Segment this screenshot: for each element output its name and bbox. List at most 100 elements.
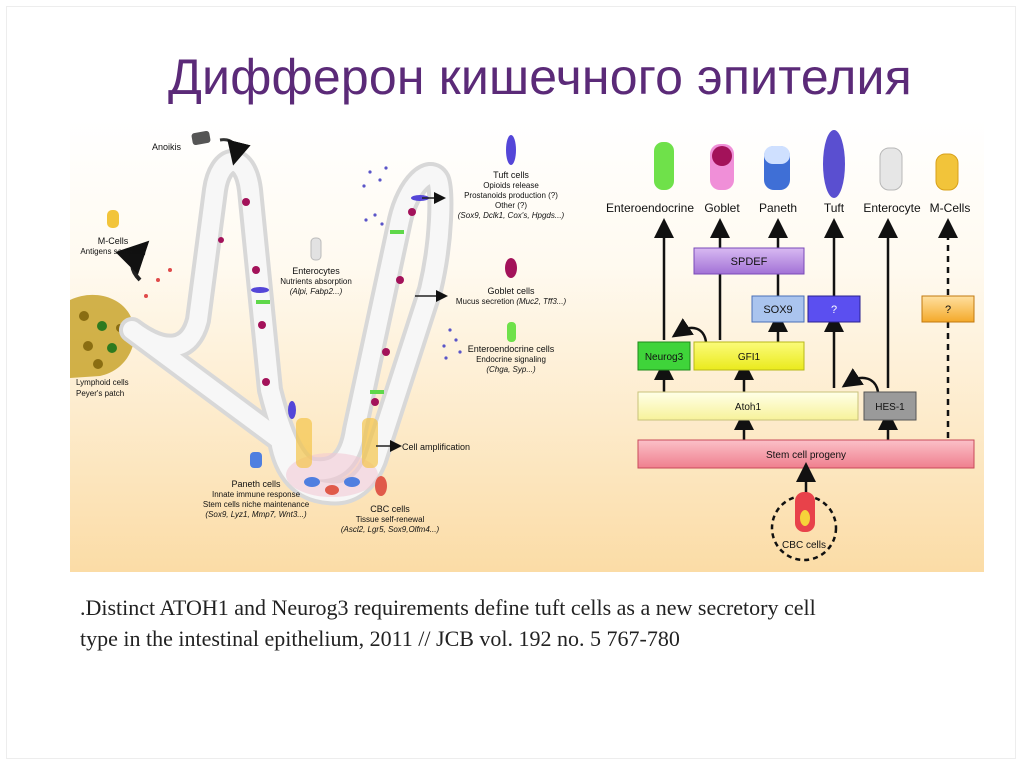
- antigen-dot: [168, 268, 172, 272]
- goblet-title: Goblet cells: [487, 286, 535, 296]
- citation: .Distinct ATOH1 and Neurog3 requirements…: [80, 592, 980, 654]
- tuft-question-box: [807, 295, 861, 323]
- goblet-cell-dot: [382, 348, 390, 356]
- citation-line-2: type in the intestinal epithelium, 2011 …: [80, 626, 680, 651]
- tuft-line3: Other (?): [495, 201, 527, 210]
- lymphoid-cell: [97, 321, 107, 331]
- enterocytes-genes: (Alpi, Fabp2...): [290, 287, 343, 296]
- paneth-genes: (Sox9, Lyz1, Mmp7, Wnt3...): [205, 510, 307, 519]
- inhibition-gfi1-neurog3: [671, 318, 708, 343]
- goblet-cell-granules: [712, 146, 732, 166]
- mcells-cell-icon: [935, 153, 959, 191]
- mcells-question-label: ?: [945, 304, 951, 316]
- mcells-question-box: [921, 295, 975, 323]
- cbc-stem-cell-nucleus: [800, 510, 810, 526]
- mcells-desc: Antigens sampling: [80, 247, 145, 256]
- amplification-zone-left: [296, 418, 312, 468]
- goblet-cell-dot: [252, 266, 260, 274]
- goblet-icon: [505, 258, 517, 278]
- neurog3-box: [637, 341, 691, 371]
- paneth-line1: Innate immune response: [212, 490, 301, 499]
- tuft-cell-mark: [251, 287, 269, 293]
- lymphoid-cell: [83, 341, 93, 351]
- paneth-cell-mark: [344, 477, 360, 487]
- slide-title: Дифферон кишечного эпителия: [168, 49, 912, 105]
- spdef-label: SPDEF: [731, 256, 768, 268]
- celltype-paneth: Paneth: [759, 201, 797, 215]
- cbc-self-renewal-ring: [770, 494, 838, 562]
- goblet-cell-dot: [258, 321, 266, 329]
- celltype-mcells: M-Cells: [930, 201, 971, 215]
- tuft-cell-icon: [823, 130, 845, 198]
- lymphoid-cell: [93, 359, 103, 369]
- enteroendocrine-genes: (Chga, Syp...): [486, 365, 536, 374]
- enterocytes-title: Enterocytes: [292, 266, 340, 276]
- mcells-title: M-Cells: [98, 236, 129, 246]
- goblet-cell-dot: [218, 237, 224, 243]
- anoikis-shed-cell: [191, 131, 211, 145]
- lymphoid-line2: Peyer's patch: [76, 389, 124, 398]
- enteroendocrine-cell-mark: [256, 300, 270, 304]
- anoikis-label: Anoikis: [152, 142, 182, 152]
- cbc-stem-label: CBC cells: [782, 540, 826, 551]
- paneth-line2: Stem cells niche maintenance: [203, 500, 310, 509]
- sox9-label: SOX9: [763, 304, 792, 316]
- enteroendocrine-title: Enteroendocrine cells: [468, 344, 555, 354]
- tuft-icon: [506, 135, 516, 165]
- neurog3-label: Neurog3: [645, 352, 684, 363]
- goblet-cell-dot: [262, 378, 270, 386]
- amplification-label: Cell amplification: [402, 442, 470, 452]
- spdef-box: [693, 247, 805, 275]
- crypt-villus-schematic: Anoikis M-Cells Antigens sampling Lympho…: [70, 131, 566, 534]
- enteroendocrine-cell-mark: [370, 390, 384, 394]
- anoikis-arrow: [219, 138, 251, 166]
- enteroendocrine-desc: Endocrine signaling: [476, 355, 546, 364]
- tuft-genes: (Sox9, Dclk1, Cox's, Hpgds...): [458, 211, 565, 220]
- goblet-cell-dot: [396, 276, 404, 284]
- hes1-label: HES-1: [875, 402, 905, 413]
- paneth-icon: [250, 452, 262, 468]
- enteroendocrine-cell-icon: [654, 142, 674, 190]
- inhibition-hes1-atoh1: [841, 368, 880, 393]
- lineage-hierarchy: Enteroendocrine Goblet Paneth Tuft Enter…: [606, 130, 975, 562]
- atoh1-box: [637, 391, 859, 421]
- sox9-box: [751, 295, 805, 323]
- tuft-cell-mark: [288, 401, 296, 419]
- celltype-enteroendocrine: Enteroendocrine: [606, 201, 694, 215]
- gfi1-label: GFI1: [738, 352, 761, 363]
- gfi1-box: [693, 341, 805, 371]
- goblet-desc-genes: Mucus secretion (Muc2, Tff3...): [456, 297, 567, 306]
- citation-line-1: .Distinct ATOH1 and Neurog3 requirements…: [80, 595, 816, 620]
- tuft-line1: Opioids release: [483, 181, 539, 190]
- celltype-enterocyte: Enterocyte: [863, 201, 921, 215]
- paneth-cell-mark: [304, 477, 320, 487]
- antigen-dot: [156, 278, 160, 282]
- goblet-desc: Mucus secretion: [456, 297, 514, 306]
- tuft-cell-mark: [411, 195, 429, 201]
- intestinal-epithelium-figure: Anoikis M-Cells Antigens sampling Lympho…: [70, 120, 984, 572]
- goblet-cell-dot: [371, 398, 379, 406]
- paneth-cell-top: [764, 146, 790, 164]
- cbc-genes: (Ascl2, Lgr5, Sox9,Olfm4...): [341, 525, 440, 534]
- lymphoid-line1: Lymphoid cells: [76, 378, 129, 387]
- enterocyte-icon: [310, 237, 322, 261]
- tuft-title: Tuft cells: [493, 170, 529, 180]
- slide-frame: [6, 6, 1016, 759]
- goblet-cell-dot: [408, 208, 416, 216]
- goblet-cell-dot: [242, 198, 250, 206]
- goblet-genes: (Muc2, Tff3...): [516, 297, 566, 306]
- mcell-icon: [107, 210, 119, 228]
- mcell-arrow: [115, 240, 150, 282]
- celltype-tuft: Tuft: [824, 201, 845, 215]
- progeny-label: Stem cell progeny: [766, 450, 846, 461]
- antigen-dot: [144, 294, 148, 298]
- tuft-line2: Prostanoids production (?): [464, 191, 558, 200]
- enterocyte-cell-icon: [879, 147, 903, 191]
- secretion-particles: [362, 166, 462, 360]
- amplification-zone-right: [362, 418, 378, 468]
- paneth-title: Paneth cells: [231, 479, 281, 489]
- tuft-question-label: ?: [831, 304, 837, 316]
- cbc-icon: [375, 476, 387, 496]
- lymphoid-cell: [79, 311, 89, 321]
- atoh1-label: Atoh1: [735, 402, 762, 413]
